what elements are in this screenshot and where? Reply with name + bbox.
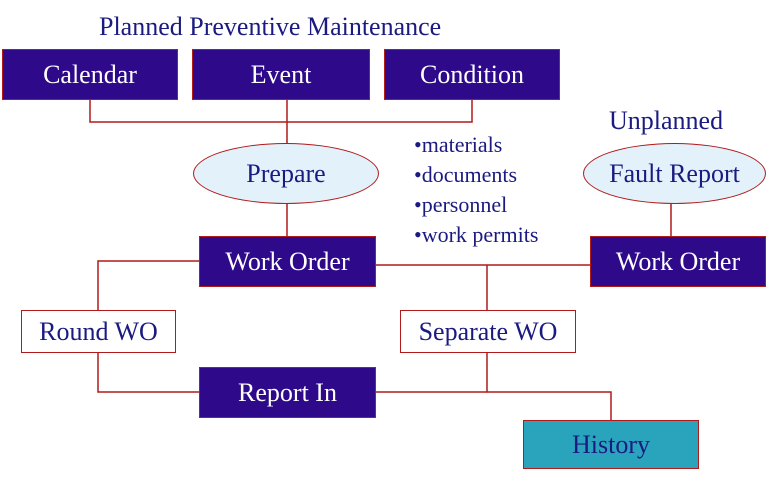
fault-report-ellipse: Fault Report [583,143,766,204]
event-box: Event [192,49,370,100]
calendar-box: Calendar [2,49,178,100]
round-wo-label: Round WO [39,316,158,346]
separate-wo-label: Separate WO [418,316,558,346]
condition-label: Condition [419,59,524,89]
history-label: History [572,429,650,459]
condition-box: Condition [384,49,560,100]
resource-list: materials documents personnel work permi… [414,130,539,250]
unplanned-work-order-label: Work Order [615,246,741,276]
connector-triggers [89,100,473,123]
fault-report-label: Fault Report [609,158,740,188]
separate-wo-box: Separate WO [400,310,576,353]
connector-roundwo-reportin [97,353,199,393]
report-in-box: Report In [199,367,376,418]
resource-item-documents: documents [414,160,538,190]
resource-item-materials: materials [414,130,538,160]
planned-title: Planned Preventive Maintenance [99,12,442,41]
unplanned-work-order-box: Work Order [590,236,766,287]
planned-work-order-label: Work Order [225,246,350,276]
history-box: History [523,420,699,469]
calendar-label: Calendar [43,59,137,89]
prepare-ellipse: Prepare [193,143,379,204]
prepare-label: Prepare [246,158,326,188]
unplanned-title: Unplanned [609,106,724,135]
planned-work-order-box: Work Order [199,236,376,287]
report-in-label: Report In [238,377,337,407]
connector-separatewo-history [486,353,612,420]
resource-item-personnel: personnel [414,190,538,220]
connector-workorder-roundwo [97,260,199,310]
event-label: Event [250,59,312,89]
round-wo-box: Round WO [21,310,176,353]
resource-item-work-permits: work permits [414,220,539,250]
